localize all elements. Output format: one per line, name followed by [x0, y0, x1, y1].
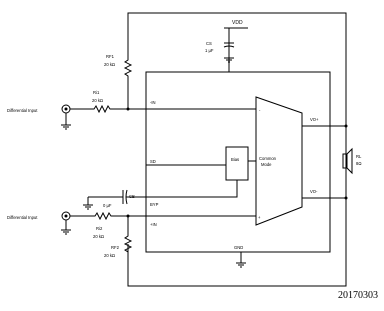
rf2-name: RF2 — [111, 245, 120, 250]
pin-gnd: GND — [234, 245, 243, 250]
amp-minus-sign: - — [259, 108, 261, 113]
ri2-value: 20 kΩ — [93, 234, 104, 239]
speaker-cone — [346, 147, 353, 175]
speaker-name: RL — [356, 154, 362, 159]
ic-body — [145, 71, 331, 253]
cs-value: 1 µF — [205, 48, 214, 53]
ri1-name: Ri1 — [93, 90, 100, 95]
junction-in-minus — [126, 107, 130, 111]
differential-input-2: Differential Input — [7, 215, 38, 220]
cb-name: CB — [129, 194, 135, 199]
rf1-value: 20 kΩ — [104, 62, 115, 67]
rf1-name: RF1 — [106, 54, 115, 59]
junction-vo-minus — [344, 196, 348, 200]
cs-name: CS — [206, 41, 212, 46]
bias-label: Bias — [231, 157, 239, 162]
resistor-rf1 — [123, 57, 133, 110]
junction-vo-plus — [344, 124, 348, 128]
pin-vo-minus: VO- — [310, 189, 318, 194]
amplifier — [255, 96, 303, 226]
pin-in-minus: -IN — [150, 100, 156, 105]
figure-number: 20170303 — [338, 290, 378, 301]
cs-plate-bottom — [223, 45, 235, 48]
differential-input-1: Differential Input — [7, 108, 38, 113]
resistor-ri2 — [70, 211, 256, 221]
resistor-rf2 — [123, 216, 133, 256]
bias-block — [225, 146, 249, 181]
vdd-label: VDD — [232, 20, 243, 26]
amp-plus-sign: + — [258, 215, 261, 220]
speaker-value: 8Ω — [356, 161, 361, 166]
rf2-value: 20 kΩ — [104, 253, 115, 258]
pin-in-plus: +IN — [150, 222, 157, 227]
input-jack-2-pin — [64, 214, 68, 218]
resistor-ri1 — [70, 104, 146, 114]
outer-frame — [127, 12, 347, 287]
pin-vo-plus: VO+ — [310, 117, 319, 122]
ri2-name: Ri2 — [96, 226, 103, 231]
common-mode-label: Common Mode — [259, 156, 277, 167]
input-jack-1-pin — [64, 107, 68, 111]
wire-byp — [146, 180, 238, 198]
pin-sd: SD — [150, 159, 156, 164]
ri1-value: 20 kΩ — [92, 98, 103, 103]
cb-value: 0 µF — [103, 203, 112, 208]
pin-byp: BYP — [150, 202, 159, 207]
